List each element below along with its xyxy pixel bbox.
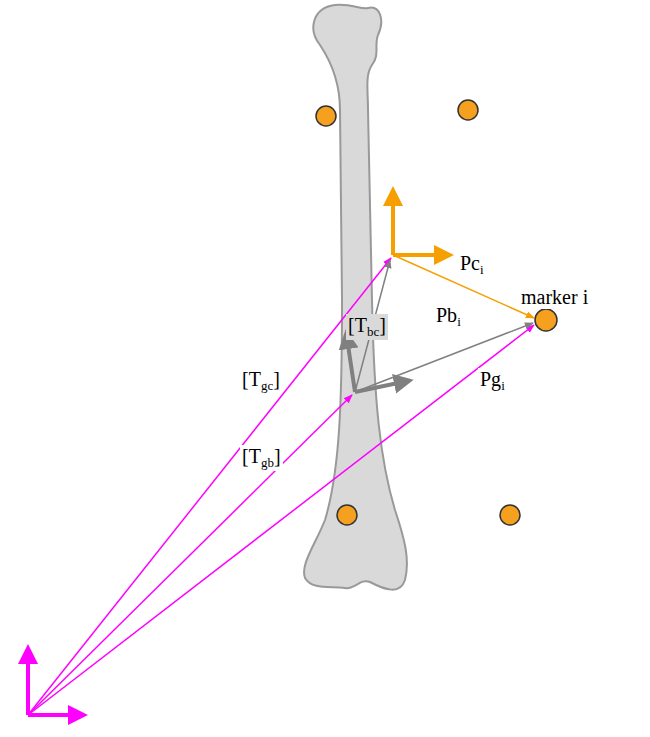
vector-label: Pgi: [478, 368, 507, 394]
label-subscript: i: [457, 314, 461, 329]
vector-label: [Tgc]: [240, 368, 282, 394]
vector-label: [Tbc]: [346, 314, 388, 340]
vectors: [28, 255, 534, 715]
label-part: Pb: [436, 304, 457, 326]
vector-label: Pbi: [434, 304, 463, 330]
vector-line: [28, 395, 352, 715]
marker-dot: [316, 106, 336, 126]
marker-label: marker i: [519, 286, 590, 309]
vector-line: [28, 325, 534, 715]
frame-axis: [26, 660, 30, 715]
global-frame: [28, 660, 72, 715]
label-part: [T: [242, 445, 261, 467]
femur-bone: [304, 5, 407, 590]
marker-dot: [337, 505, 357, 525]
label-part: ]: [273, 368, 280, 390]
label-subscript: gc: [261, 378, 273, 393]
label-part: ]: [274, 445, 281, 467]
marker-dot: [500, 505, 520, 525]
frame-axis: [393, 253, 438, 257]
marker-dots: [316, 100, 557, 525]
frame-axis: [391, 202, 395, 255]
vector-line: [28, 258, 391, 715]
label-part: Pc: [460, 252, 480, 274]
label-part: [T: [242, 368, 261, 390]
marker-dot: [535, 309, 557, 331]
frame-axis: [28, 713, 72, 717]
label-subscript: bc: [367, 324, 379, 339]
frame-axis: [348, 345, 355, 392]
frame-axis: [355, 383, 398, 392]
label-subscript: i: [501, 378, 505, 393]
label-part: ]: [379, 314, 386, 336]
label-part: Pg: [480, 368, 501, 390]
vector-label: [Tgb]: [240, 445, 283, 471]
marker-dot: [458, 100, 478, 120]
bone-frame: [348, 345, 398, 392]
vector-label: Pci: [458, 252, 486, 278]
label-part: [T: [348, 314, 367, 336]
cluster-frame: [393, 202, 438, 255]
label-subscript: gb: [261, 455, 274, 470]
label-subscript: i: [480, 262, 484, 277]
